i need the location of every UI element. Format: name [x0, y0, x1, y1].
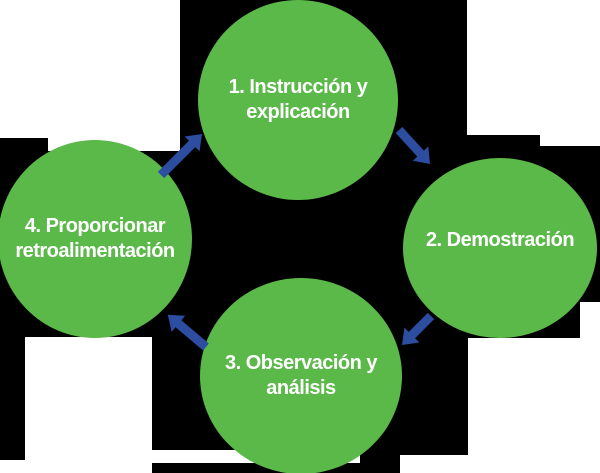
- cycle-step-1-label: 1. Instrucción y explicación: [229, 75, 368, 125]
- step-label-line: 3. Observación y: [224, 352, 378, 374]
- white-patch: [580, 302, 600, 338]
- cycle-step-3-label: 3. Observación y análisis: [224, 351, 378, 401]
- cycle-step-4-label: 4. Proporcionar retroalimentación: [15, 214, 175, 264]
- white-patch: [467, 0, 600, 135]
- white-patch: [540, 135, 600, 146]
- step-label-line: 1. Instrucción y: [228, 76, 368, 98]
- white-patch: [468, 338, 600, 473]
- cycle-step-3: 3. Observación y análisis: [200, 278, 402, 473]
- arrow-2-to-3-icon: [402, 312, 435, 345]
- cycle-step-1: 1. Instrucción y explicación: [198, 0, 398, 200]
- cycle-step-2: 2. Demostración: [403, 158, 597, 338]
- white-patch: [400, 455, 468, 473]
- step-label-line: 4. Proporcionar: [24, 215, 166, 237]
- step-label-line: análisis: [266, 377, 336, 399]
- cycle-step-4: 4. Proporcionar retroalimentación: [0, 140, 192, 338]
- white-patch: [25, 337, 152, 473]
- white-patch: [0, 460, 25, 473]
- step-label-line: 2. Demostración: [425, 228, 575, 251]
- white-patch: [0, 0, 180, 138]
- arrow-1-to-2-icon: [395, 126, 431, 164]
- step-label-line: explicación: [246, 101, 350, 123]
- step-label-line: retroalimentación: [15, 240, 175, 262]
- cycle-step-2-label: 2. Demostración: [425, 228, 575, 253]
